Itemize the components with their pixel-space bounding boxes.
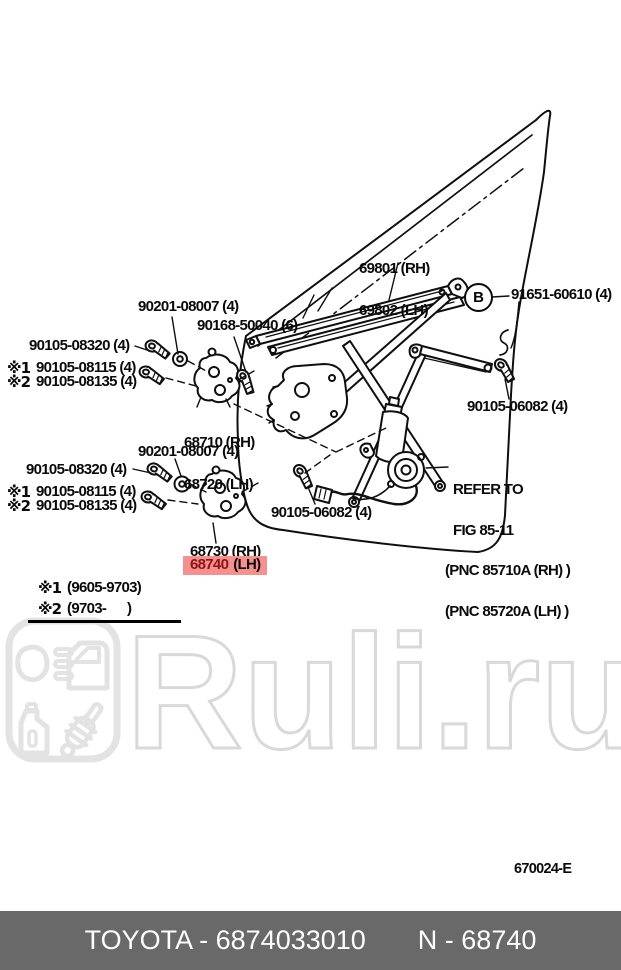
footnote-range: (9703- ) — [67, 600, 132, 617]
footnote-mark-2: ※2 — [7, 497, 31, 515]
hinge-lower — [199, 465, 247, 520]
door-outline — [236, 109, 552, 553]
refer-note: REFER TO FIG 85-11 (PNC 85710A (RH) ) (P… — [445, 456, 571, 645]
watermark-text: Ruli.ru — [125, 612, 621, 772]
hinge-upper — [193, 347, 241, 404]
footer-part-number: N - 68740 — [417, 925, 537, 955]
label-90105-08115-top: ※1 90105-08115 (4) — [7, 359, 136, 377]
label-91651-60610: 91651-60610 (4) — [511, 286, 612, 303]
oil-label-icon — [27, 729, 38, 748]
sector-gear-plate — [266, 363, 349, 440]
label-90105-08135-bottom: ※2 90105-08135 (4) — [7, 497, 137, 515]
part-number-lh: 69802 (LH) — [359, 302, 429, 319]
door-window-icon — [72, 646, 101, 664]
figure-code: 670024-E — [514, 861, 572, 877]
highlighted-part-number: 68740 — [190, 556, 229, 573]
label-hinge-lower-lh-highlighted: 68740 (LH) — [183, 556, 268, 575]
window-frame-dashline — [275, 167, 525, 359]
part-number-lh: 68720 (LH) — [184, 476, 254, 493]
label-90105-06082-mid: 90105-06082 (4) — [271, 504, 372, 521]
dashed-assembly-lines — [165, 360, 387, 505]
washer-90201-top — [172, 351, 188, 367]
label-hinge-lower-rh: 68730 (RH) — [190, 543, 261, 560]
part-number: 90105-08115 (4) — [36, 359, 136, 376]
refer-line-1: REFER TO — [453, 481, 524, 498]
light-beam-icon — [53, 659, 74, 669]
parts-diagram — [132, 109, 552, 553]
label-90105-08320-top: 90105-08320 (4) — [29, 337, 130, 354]
label-hinge-upper: 68710 (RH) 68720 (LH) — [184, 408, 255, 520]
view-marker-b: B — [464, 283, 493, 312]
bolt-90105-08115-bottom — [138, 489, 169, 511]
refer-line-4: (PNC 85720A (LH) ) — [445, 602, 569, 620]
regulator-motor — [359, 396, 425, 489]
label-90105-08135-top: ※2 90105-08135 (4) — [7, 373, 137, 391]
motor-wire-harness — [313, 484, 418, 506]
part-number: 90105-08135 (4) — [36, 497, 137, 514]
part-number: 90105-08115 (4) — [36, 483, 136, 500]
footnote-range: (9605-9703) — [67, 579, 142, 596]
label-90105-08115-bottom: ※1 90105-08115 (4) — [7, 483, 136, 501]
label-90105-06082-right: 90105-06082 (4) — [467, 398, 568, 415]
bolt-90105-06082-mid — [288, 461, 319, 492]
oil-jug-icon — [18, 708, 50, 756]
label-90168-50040: 90168-50040 (6) — [197, 317, 298, 334]
part-number: 90105-08135 (4) — [36, 373, 137, 390]
light-beam-icon — [53, 671, 74, 681]
car-door-icon — [66, 640, 110, 691]
footnote-2: ※2 (9703- ) — [38, 600, 132, 618]
part-number-rh: 69801 (RH) — [359, 260, 430, 277]
bolt-90105-08320-top — [142, 338, 173, 361]
refer-line-3: (PNC 85710A (RH) ) — [445, 562, 571, 579]
label-90201-08007-top: 90201-08007 (4) — [138, 298, 239, 315]
regulator-rail — [245, 277, 469, 356]
headlight-icon — [15, 644, 50, 683]
label-90201-08007-bottom: 90201-08007 (4) — [138, 443, 239, 460]
label-90105-08320-bottom: 90105-08320 (4) — [26, 461, 127, 478]
footnote-mark-1: ※1 — [7, 359, 31, 377]
label-window-glass: 69801 (RH) 69802 (LH) — [359, 234, 430, 346]
leader-lines — [132, 262, 520, 544]
oil-cap-icon — [25, 702, 38, 712]
shock-absorber-icon — [59, 702, 104, 759]
footnote-1: ※1 (9605-9703) — [38, 579, 142, 597]
door-arm-rail — [408, 343, 493, 373]
footnote-divider — [28, 620, 181, 623]
footer-brand-part: TOYOTA - 6874033010 — [84, 925, 366, 955]
part-number-rh: 68710 (RH) — [184, 434, 255, 451]
refer-line-2: FIG 85-11 — [453, 521, 514, 539]
highlighted-part-side: (LH) — [233, 556, 261, 573]
footer-bar: TOYOTA - 6874033010 N - 68740 — [0, 911, 621, 970]
footnote-mark-1: ※1 — [7, 483, 31, 501]
watermark-brand: Ruli.ru — [126, 612, 621, 772]
footnote-mark-2: ※2 — [38, 600, 62, 618]
footnote-mark-1: ※1 — [38, 579, 62, 597]
bolt-90105-08115-top — [136, 364, 167, 386]
footnote-mark-2: ※2 — [7, 373, 31, 391]
